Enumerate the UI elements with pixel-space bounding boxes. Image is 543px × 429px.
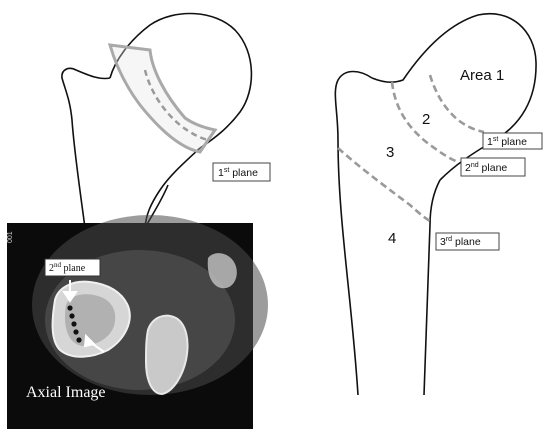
ct-label-tail: plane bbox=[61, 263, 86, 274]
right-second-plane-label: 2nd plane bbox=[461, 158, 525, 176]
ct-corner-text: 001 bbox=[7, 231, 14, 243]
right-femur-head-outline bbox=[335, 72, 372, 396]
area-1-label: Area 1 bbox=[460, 67, 504, 84]
right-plane-3-line bbox=[338, 148, 432, 222]
left-femur-shaft-lateral-edge bbox=[62, 68, 110, 228]
area-2-label: 2 bbox=[422, 111, 430, 128]
left-label-tail: plane bbox=[229, 167, 258, 179]
right-femur-medial-edge bbox=[424, 180, 440, 395]
area-4-label: 4 bbox=[388, 230, 396, 247]
ct-axial-image: 001 2nd plane Axial Image bbox=[7, 215, 268, 429]
area-3-label: 3 bbox=[386, 144, 394, 161]
right-label-1-tail: plane bbox=[498, 136, 527, 148]
right-label-2-sup: nd bbox=[471, 162, 479, 169]
cut-band-shape bbox=[110, 45, 215, 152]
right-label-3-tail: plane bbox=[452, 236, 481, 248]
left-first-plane-label: 1st plane bbox=[213, 163, 270, 181]
ct-caption: Axial Image bbox=[26, 384, 106, 401]
right-label-2-tail: plane bbox=[479, 162, 508, 174]
ct-second-plane-label: 2nd plane bbox=[45, 259, 100, 276]
right-third-plane-label: 3rd plane bbox=[436, 233, 499, 250]
right-femur-neck-top bbox=[372, 14, 536, 180]
right-femur-outline bbox=[335, 14, 536, 395]
right-dashed-planes bbox=[338, 75, 484, 222]
right-first-plane-label: 1st plane bbox=[483, 133, 542, 149]
first-plane-cut-band bbox=[110, 45, 215, 152]
